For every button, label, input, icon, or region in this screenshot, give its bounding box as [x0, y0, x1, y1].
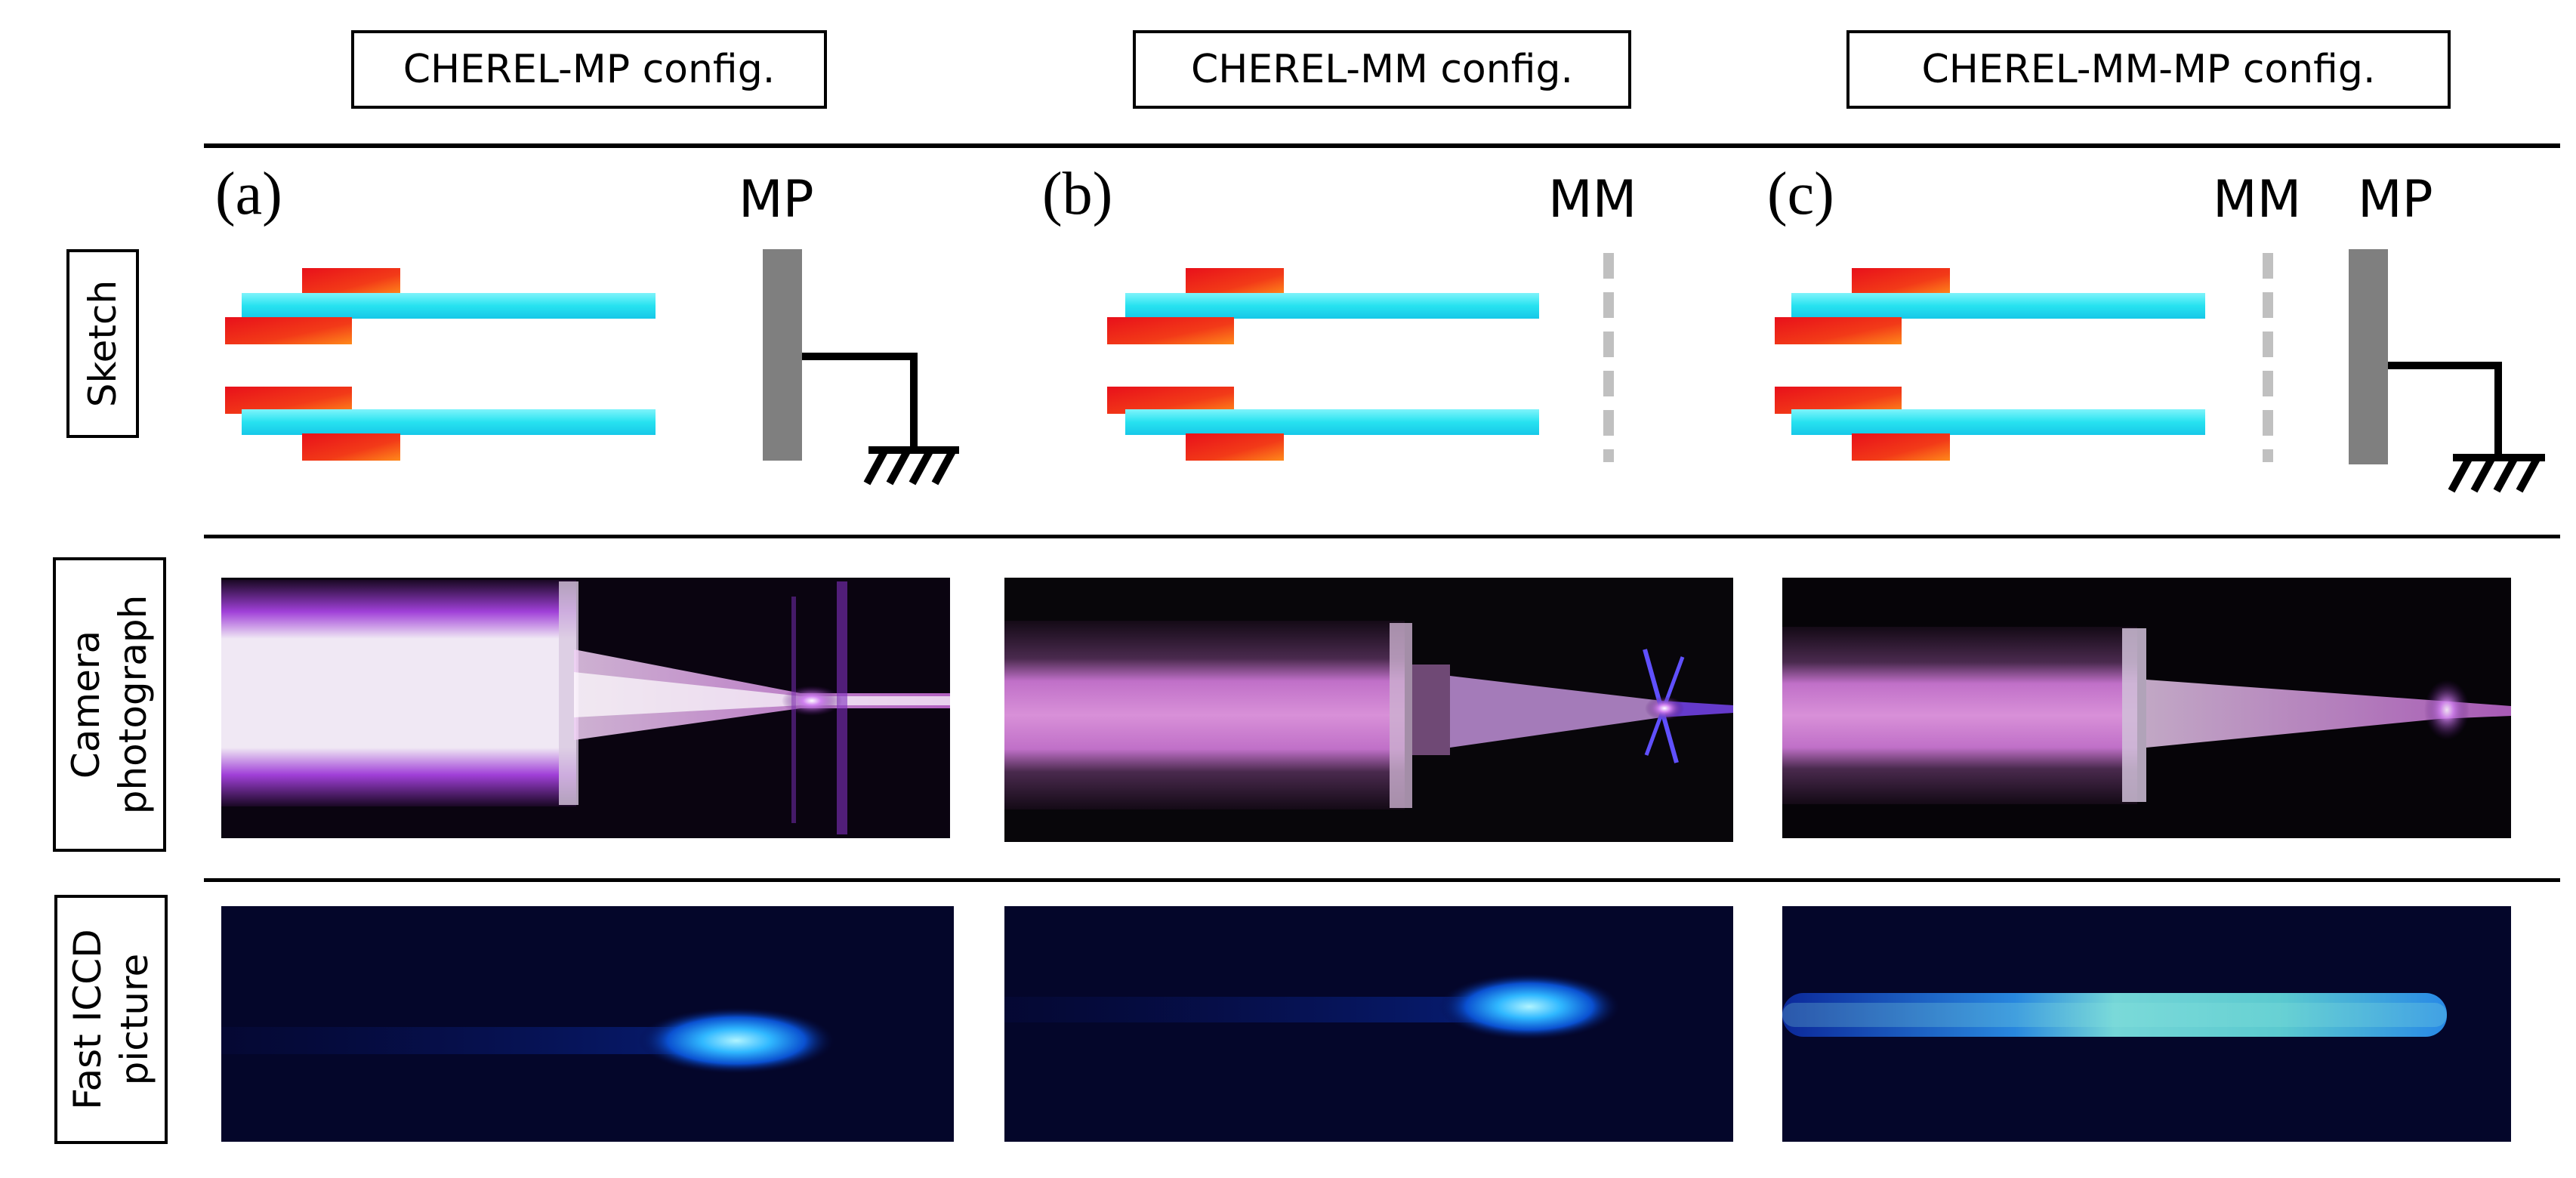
row-label-iccd: Fast ICCD picture	[54, 895, 168, 1144]
electrode-inner-top	[225, 317, 352, 344]
electrode-outer-bottom	[302, 433, 400, 461]
panel-letter-a: (a)	[215, 161, 282, 227]
config-label-mm-mp: CHEREL-MM-MP config.	[1846, 30, 2451, 109]
metal-plate	[763, 249, 802, 461]
config-label-mm: CHEREL-MM config.	[1133, 30, 1631, 109]
ground-icon	[2448, 454, 2545, 493]
row-label-camera: Camera photograph	[53, 557, 166, 852]
electrode-label-mp-a: MP	[739, 170, 814, 230]
electrode-label-mm-b: MM	[1548, 170, 1637, 230]
iccd-picture-c	[1782, 906, 2511, 1142]
electrode-label-mm-c: MM	[2213, 170, 2302, 230]
sketch-c	[1775, 249, 2545, 493]
divider-bottom	[204, 878, 2560, 882]
camera-photo-c	[1782, 578, 2511, 838]
tube-bottom	[242, 409, 656, 435]
electrode-outer-top	[302, 268, 400, 295]
divider-top	[204, 143, 2560, 148]
tube-top	[242, 293, 656, 319]
config-label-mp: CHEREL-MP config.	[351, 30, 827, 109]
camera-photo-b	[1004, 578, 1733, 842]
ground-wire	[802, 353, 918, 450]
iccd-picture-b	[1004, 906, 1733, 1142]
panel-letter-b: (b)	[1042, 161, 1113, 227]
sketch-b	[1107, 253, 1614, 462]
panel-letter-c: (c)	[1767, 161, 1834, 227]
camera-photo-a	[221, 578, 950, 838]
iccd-picture-a	[221, 906, 954, 1142]
row-label-sketch: Sketch	[66, 249, 139, 438]
divider-middle	[204, 535, 2560, 538]
electrode-label-mp-c: MP	[2358, 170, 2433, 230]
ground-icon	[863, 446, 959, 486]
sketch-a	[225, 249, 959, 486]
